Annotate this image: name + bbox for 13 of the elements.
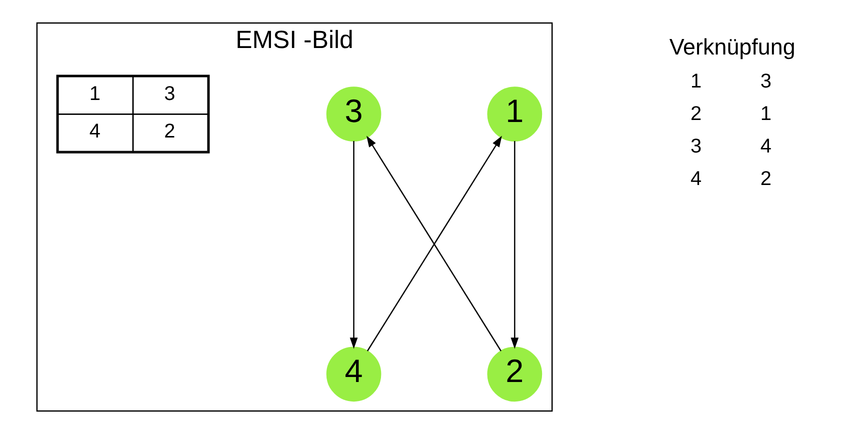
label: 2 bbox=[760, 168, 772, 190]
label: 3 bbox=[690, 136, 702, 158]
label: 4 bbox=[760, 136, 772, 158]
label: 1 bbox=[760, 103, 772, 126]
label: 3 bbox=[760, 70, 772, 93]
label: 4 bbox=[690, 168, 702, 190]
label: 2 bbox=[164, 120, 176, 143]
label: 3 bbox=[164, 83, 176, 106]
label: 2 bbox=[690, 103, 702, 126]
label: 4 bbox=[89, 120, 100, 143]
label: 1 bbox=[690, 70, 702, 93]
label: Verknüpfung bbox=[669, 34, 796, 60]
label: 1 bbox=[89, 83, 100, 106]
